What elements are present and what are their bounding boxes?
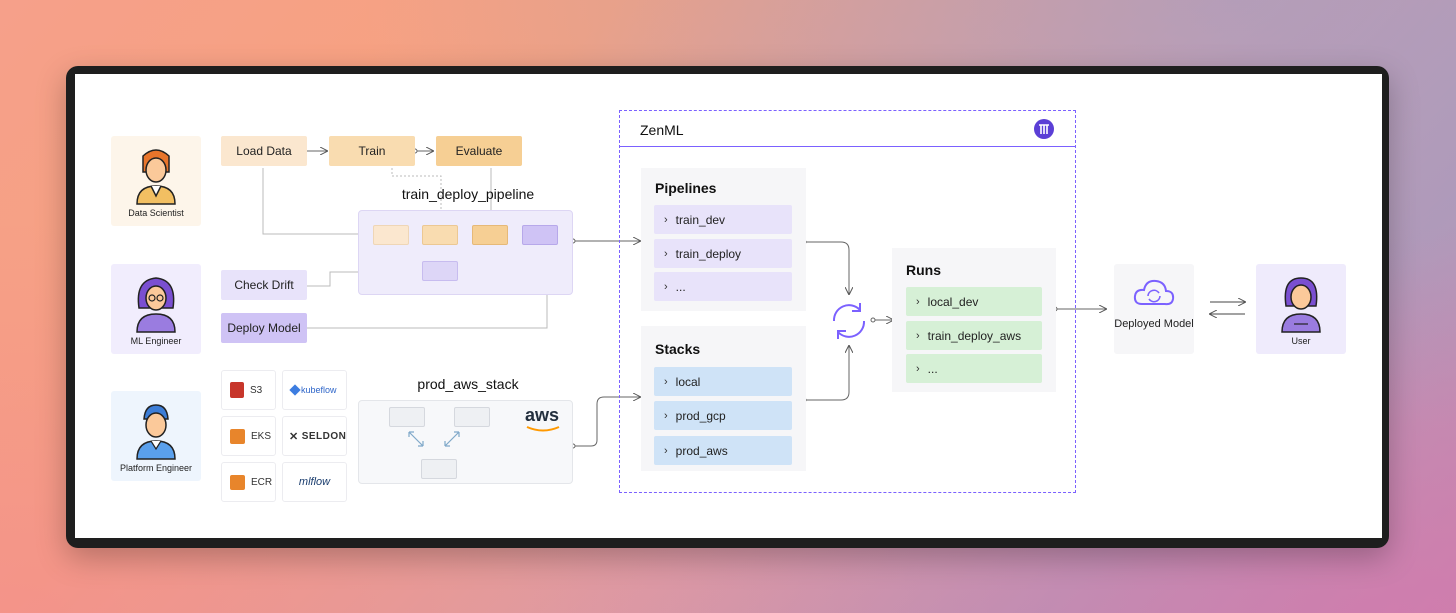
stacks-title: Stacks <box>655 341 701 357</box>
pipelines-panel: Pipelines › train_dev › train_deploy ›... <box>641 168 806 311</box>
chevron-right-icon: › <box>664 409 668 422</box>
runs-panel: Runs › local_dev › train_deploy_aws ›... <box>892 248 1056 392</box>
aws-logo: aws <box>525 405 560 432</box>
item-label: ... <box>675 279 686 294</box>
stack-component <box>454 407 490 427</box>
step-label: Check Drift <box>234 278 294 292</box>
tool-label: ECR <box>251 476 273 488</box>
item-label: local_dev <box>927 294 979 309</box>
item-label: train_deploy <box>675 246 742 261</box>
zenml-logo-icon <box>1034 119 1054 139</box>
run-item[interactable]: ›... <box>906 354 1042 383</box>
zenml-title: ZenML <box>640 122 684 138</box>
s3-icon <box>230 382 244 398</box>
pipeline-item[interactable]: › train_dev <box>654 205 792 234</box>
tool-s3: S3 <box>221 370 276 410</box>
persona-platform-engineer: Platform Engineer <box>111 391 201 481</box>
stack-arrows <box>408 431 460 447</box>
stack-item[interactable]: › prod_aws <box>654 436 792 465</box>
persona-ml-engineer: ML Engineer <box>111 264 201 354</box>
chevron-right-icon: › <box>664 247 668 260</box>
eks-icon <box>230 428 245 444</box>
ml-engineer-icon <box>136 277 176 333</box>
item-label: local <box>675 374 701 389</box>
stack-box: aws <box>358 400 573 484</box>
chevron-right-icon: › <box>916 362 920 375</box>
stack-component <box>389 407 425 427</box>
pipeline-title: train_deploy_pipeline <box>401 186 535 202</box>
persona-user: User <box>1256 264 1346 354</box>
zenml-container: ZenML Pipelines › train_dev › train_deploy… <box>619 110 1076 493</box>
seldon-icon: ✕ <box>289 430 299 443</box>
step-label: Load Data <box>236 144 292 158</box>
stack-item[interactable]: › local <box>654 367 792 396</box>
item-label: train_dev <box>675 212 726 227</box>
tool-label: EKS <box>251 430 272 442</box>
pipeline-step-train <box>422 225 458 245</box>
pipeline-step-deploy <box>522 225 558 245</box>
pipeline-box <box>358 210 573 295</box>
run-item[interactable]: › train_deploy_aws <box>906 321 1042 350</box>
zenml-header <box>620 111 1075 147</box>
data-scientist-icon <box>136 149 176 205</box>
diagram-canvas: Data Scientist ML Engineer Platform Engi… <box>75 74 1382 538</box>
pipeline-step-evaluate <box>472 225 508 245</box>
stack-title: prod_aws_stack <box>417 376 519 392</box>
user-icon <box>1281 277 1321 333</box>
item-label: prod_aws <box>675 443 728 458</box>
tool-label: SELDON <box>301 430 347 442</box>
kubeflow-icon <box>289 384 301 396</box>
item-label: train_deploy_aws <box>927 328 1022 343</box>
tool-label: S3 <box>250 384 263 396</box>
pipeline-step-check-drift <box>422 261 458 281</box>
stack-component <box>421 459 457 479</box>
persona-label: User <box>1291 336 1311 346</box>
step-load-data: Load Data <box>221 136 307 166</box>
chevron-right-icon: › <box>664 213 668 226</box>
deployed-model-card: Deployed Model <box>1114 264 1194 354</box>
tool-ecr: ECR <box>221 462 276 502</box>
step-deploy-model: Deploy Model <box>221 313 307 343</box>
runs-title: Runs <box>906 262 941 278</box>
stack-item[interactable]: › prod_gcp <box>654 401 792 430</box>
persona-label: Data Scientist <box>128 208 184 218</box>
tool-mlflow: mlflow <box>282 462 347 502</box>
step-label: Deploy Model <box>227 321 301 335</box>
tool-label: kubeflow <box>301 385 337 395</box>
pipeline-item[interactable]: ›... <box>654 272 792 301</box>
pipeline-step-load <box>373 225 409 245</box>
chevron-right-icon: › <box>664 375 668 388</box>
tool-label: mlflow <box>298 476 331 488</box>
step-label: Train <box>358 144 386 158</box>
cloud-sync-icon <box>1133 279 1175 306</box>
item-label: ... <box>927 361 938 376</box>
persona-data-scientist: Data Scientist <box>111 136 201 226</box>
aws-smile-icon <box>526 426 560 432</box>
ecr-icon <box>230 474 245 490</box>
chevron-right-icon: › <box>664 444 668 457</box>
platform-engineer-icon <box>136 404 176 460</box>
tool-seldon: ✕ SELDON <box>282 416 347 456</box>
step-label: Evaluate <box>455 144 503 158</box>
run-item[interactable]: › local_dev <box>906 287 1042 316</box>
sync-icon <box>832 303 866 339</box>
chevron-right-icon: › <box>916 295 920 308</box>
step-train: Train <box>329 136 415 166</box>
chevron-right-icon: › <box>664 280 668 293</box>
pipelines-title: Pipelines <box>655 180 717 196</box>
stacks-panel: Stacks › local › prod_gcp › prod_aws <box>641 326 806 471</box>
step-check-drift: Check Drift <box>221 270 307 300</box>
persona-label: ML Engineer <box>130 336 182 346</box>
chevron-right-icon: › <box>916 329 920 342</box>
step-evaluate: Evaluate <box>436 136 522 166</box>
aws-label: aws <box>525 405 560 425</box>
persona-label: Platform Engineer <box>119 463 193 473</box>
deployed-model-label: Deployed Model <box>1114 318 1194 330</box>
pipeline-item[interactable]: › train_deploy <box>654 239 792 268</box>
tool-eks: EKS <box>221 416 276 456</box>
item-label: prod_gcp <box>675 408 726 423</box>
tool-kubeflow: kubeflow <box>282 370 347 410</box>
